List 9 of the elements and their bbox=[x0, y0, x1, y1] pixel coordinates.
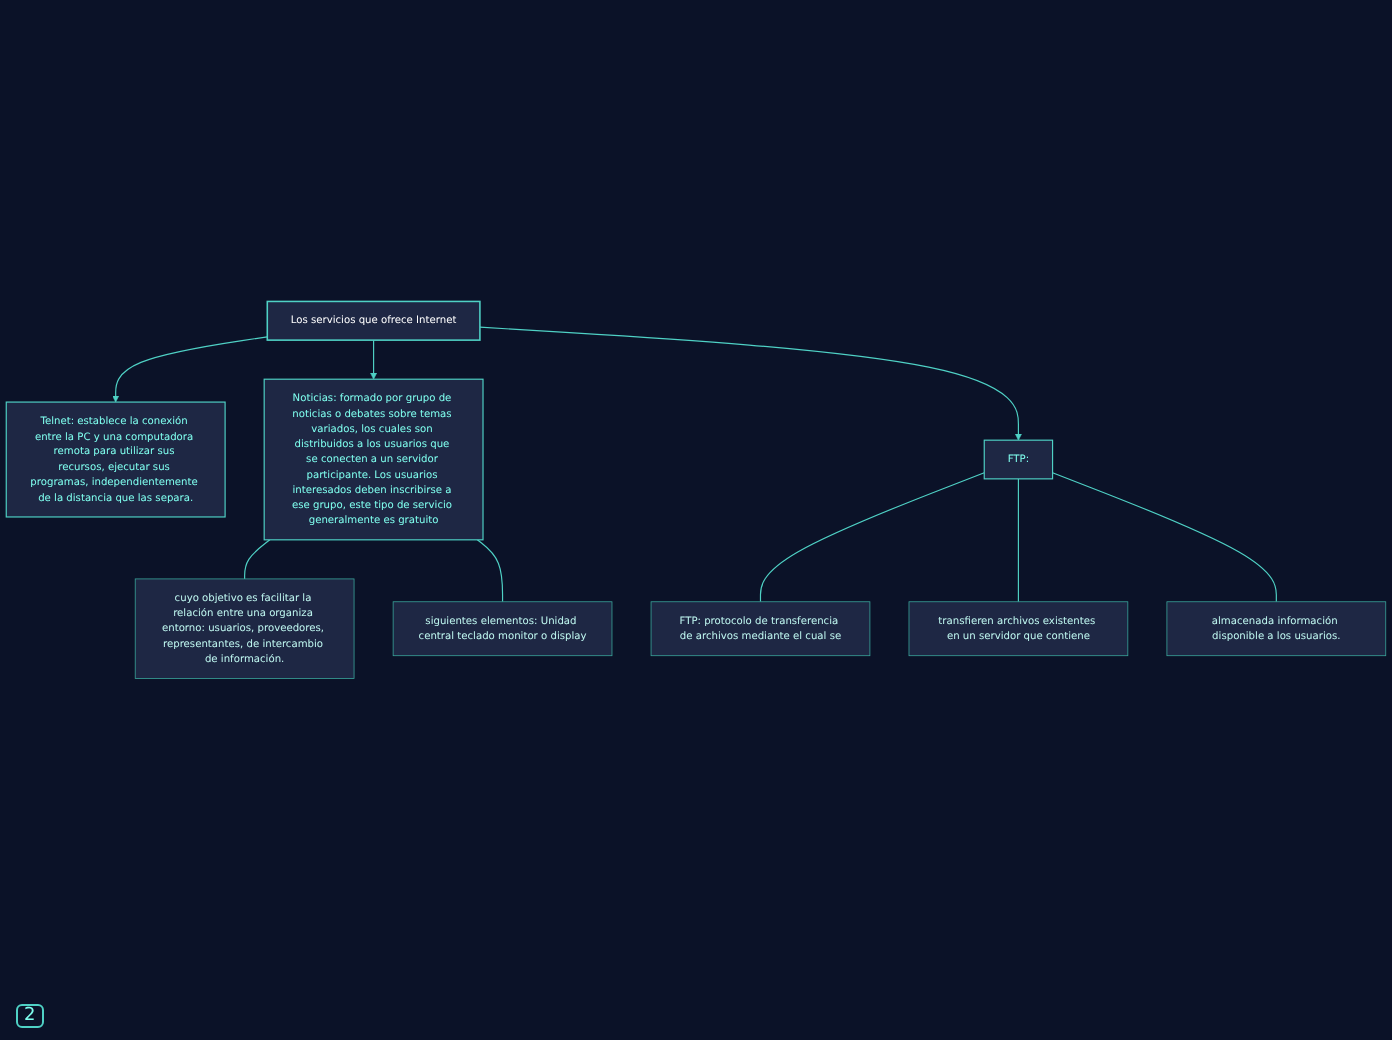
count-badge: 2 bbox=[16, 1004, 44, 1028]
connector bbox=[476, 539, 504, 603]
connector bbox=[759, 472, 985, 603]
connector bbox=[1052, 472, 1277, 603]
arrow bbox=[112, 336, 268, 403]
arrow bbox=[370, 339, 378, 380]
connector bbox=[244, 539, 271, 580]
arrow bbox=[479, 326, 1022, 441]
connector bbox=[1017, 478, 1019, 603]
